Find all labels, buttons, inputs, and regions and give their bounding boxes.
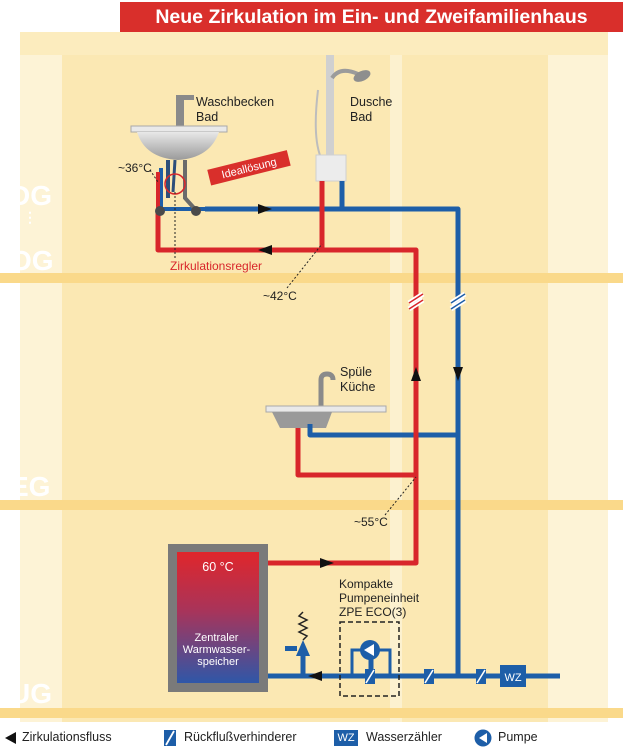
floor-label-dg: DG [10, 180, 52, 211]
leader-lines [149, 169, 417, 516]
floor-label-eg: EG [10, 471, 50, 502]
floor-dots-icon: ⋮ [23, 209, 37, 225]
shower-mixer [315, 154, 347, 182]
flow-arrow-icon [5, 732, 16, 744]
check-valve-icon [365, 669, 375, 684]
water-meter: WZ [500, 665, 526, 687]
pump-icon [474, 729, 492, 747]
temp-og-label: ~42°C [263, 289, 297, 303]
floor-band-eg [0, 500, 623, 510]
tank-temp-label: 60 °C [202, 560, 233, 574]
legend-meter-badge: WZ [334, 730, 358, 746]
wall-divider [390, 55, 402, 722]
floor-label-og: OG [10, 245, 54, 276]
legend-pump-label: Pumpe [498, 730, 538, 744]
building-interior [62, 55, 548, 722]
check-valve-icon [424, 669, 434, 684]
pump-icon [360, 640, 380, 660]
flow-arrow-icon [258, 204, 272, 214]
svg-text:WZ: WZ [504, 672, 521, 684]
pump-unit-box [339, 621, 400, 697]
flow-arrow-icon [258, 245, 272, 255]
flow-arrow-icon [320, 558, 334, 568]
kitchen-sink [265, 371, 387, 428]
circulation-diagram: DG ⋮ OG EG UG Dusche Bad Waschbecken Bad… [0, 32, 623, 722]
floor-band-og [0, 273, 623, 283]
hot-water-tank: 60 °C Zentraler Warmwasser- speicher [168, 544, 268, 692]
safety-valve [285, 611, 310, 656]
hot-kitchen-branch [295, 428, 416, 478]
safety-valve-spring-icon [297, 611, 309, 641]
check-valve-icon [476, 669, 486, 684]
kitchen-label: Spüle Küche [340, 365, 375, 394]
roof-band [20, 32, 608, 55]
shower-label: Dusche Bad [350, 95, 396, 124]
tank-label: Zentraler Warmwasser- speicher [183, 632, 254, 668]
flow-arrow-icon [453, 367, 463, 381]
bathroom-basin [130, 95, 228, 160]
temp-sink-label: ~36°C [118, 161, 152, 175]
flow-arrows [258, 204, 463, 681]
legend-meter-label: Wasserzähler [366, 730, 442, 744]
floor-label-ug: UG [10, 678, 52, 709]
bath-sink-label: Waschbecken Bad [196, 95, 278, 124]
shower-pole [326, 55, 334, 155]
check-valve-icon [164, 730, 176, 746]
flow-arrow-icon [308, 671, 322, 681]
legend-check-valve-label: Rückflußverhinderer [184, 730, 297, 744]
page-title: Neue Zirkulation im Ein- und Zweifamilie… [120, 2, 623, 32]
pump-unit-label: Kompakte Pumpeneinheit ZPE ECO(3) [339, 577, 422, 619]
temp-eg-label: ~55°C [354, 515, 388, 529]
hot-main-riser [155, 212, 419, 566]
flow-arrow-icon [411, 367, 421, 381]
hot-water-pipes [155, 172, 419, 566]
legend-flow-label: Zirkulationsfluss [22, 730, 112, 744]
regulator-label: Zirkulationsregler [170, 259, 262, 273]
floor-band-ug [0, 708, 623, 718]
legend: Zirkulationsfluss Rückflußverhinderer WZ… [0, 728, 623, 749]
cold-kitchen-branch [307, 424, 458, 438]
